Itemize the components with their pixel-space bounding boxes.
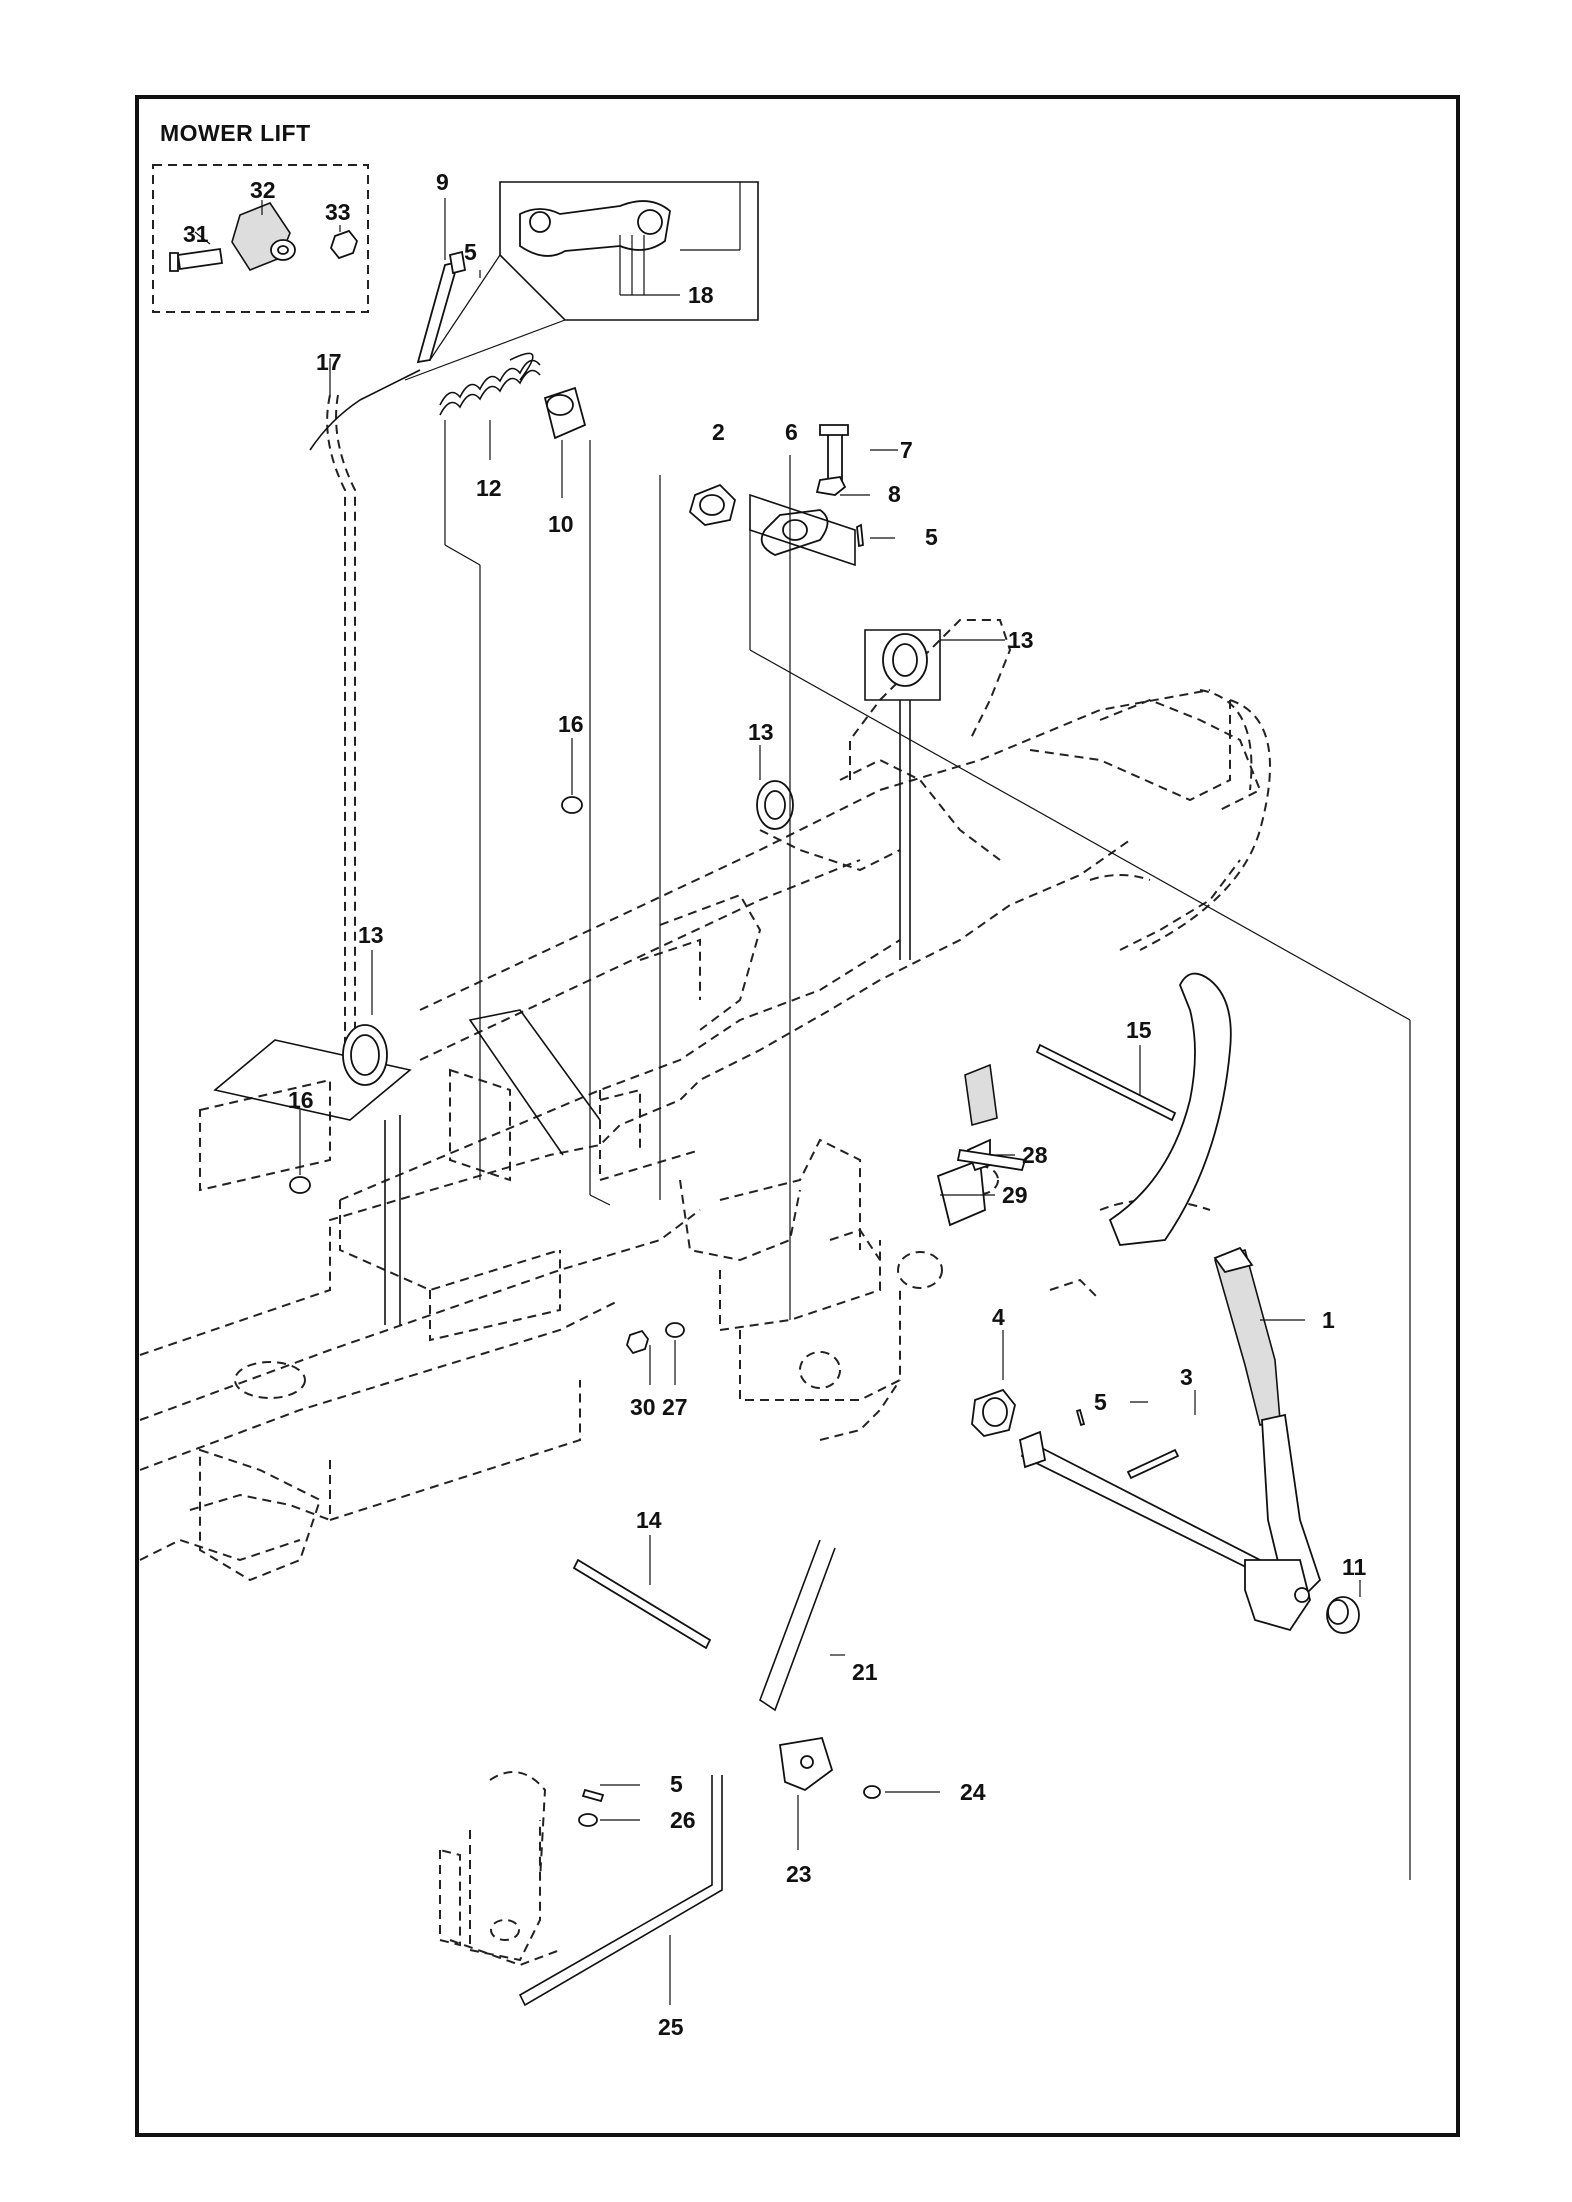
inset-chain-detail xyxy=(404,181,759,381)
callout-5-shaft: 5 xyxy=(1094,1389,1107,1415)
callout-16-upper: 16 xyxy=(558,711,584,737)
chain-and-pulleys xyxy=(213,369,421,1325)
callout-33: 33 xyxy=(325,199,351,225)
callout-5-clamp: 5 xyxy=(925,524,938,550)
callout-8: 8 xyxy=(888,481,901,507)
callout-27: 27 xyxy=(662,1394,688,1420)
upper-pulley-assembly xyxy=(756,629,941,960)
callout-10: 10 xyxy=(548,511,574,537)
callout-21: 21 xyxy=(852,1659,878,1685)
callout-30: 30 xyxy=(630,1394,656,1420)
callout-29: 29 xyxy=(1002,1182,1028,1208)
page-title: MOWER LIFT xyxy=(160,120,311,146)
link-rods xyxy=(518,1539,881,2007)
inset-clamp-assembly xyxy=(152,164,369,313)
callout-6: 6 xyxy=(785,419,798,445)
lift-lever xyxy=(1213,1246,1322,1632)
clamp-bolt-parts xyxy=(659,424,1411,1880)
callout-3: 3 xyxy=(1180,1364,1193,1390)
callout-5-lower: 5 xyxy=(670,1771,683,1797)
diagram-frame xyxy=(135,95,1460,2137)
callout-11: 11 xyxy=(1342,1554,1367,1580)
callout-1: 1 xyxy=(1322,1307,1335,1333)
callout-14: 14 xyxy=(636,1507,662,1533)
callout-25: 25 xyxy=(658,2014,684,2040)
callout-9: 9 xyxy=(436,169,449,195)
small-hardware xyxy=(289,796,1360,1634)
callout-4: 4 xyxy=(992,1304,1005,1330)
callout-24: 24 xyxy=(960,1779,986,1805)
callout-18: 18 xyxy=(688,282,714,308)
callout-28: 28 xyxy=(1022,1142,1048,1168)
callout-31: 31 xyxy=(183,221,209,247)
callout-12: 12 xyxy=(476,475,502,501)
callout-labels: 1 2 3 4 5 5 5 5 6 7 8 9 10 11 12 13 13 1… xyxy=(183,169,1367,2040)
pedal-bracket xyxy=(439,1771,561,1967)
callout-23: 23 xyxy=(786,1861,812,1887)
callout-7: 7 xyxy=(900,437,913,463)
callout-13-upper-right: 13 xyxy=(1008,627,1034,653)
callout-13-middle: 13 xyxy=(748,719,774,745)
lift-shafts xyxy=(1018,972,1262,1574)
callout-2: 2 xyxy=(712,419,725,445)
callout-32: 32 xyxy=(250,177,276,203)
callout-16-left: 16 xyxy=(288,1087,314,1113)
callout-13-left: 13 xyxy=(358,922,384,948)
callout-15: 15 xyxy=(1126,1017,1152,1043)
leader-lines xyxy=(299,198,1361,2005)
callout-17: 17 xyxy=(316,349,342,375)
callout-5-upper: 5 xyxy=(464,239,477,265)
spring-pin-bushing xyxy=(416,250,611,1206)
callout-26: 26 xyxy=(670,1807,696,1833)
